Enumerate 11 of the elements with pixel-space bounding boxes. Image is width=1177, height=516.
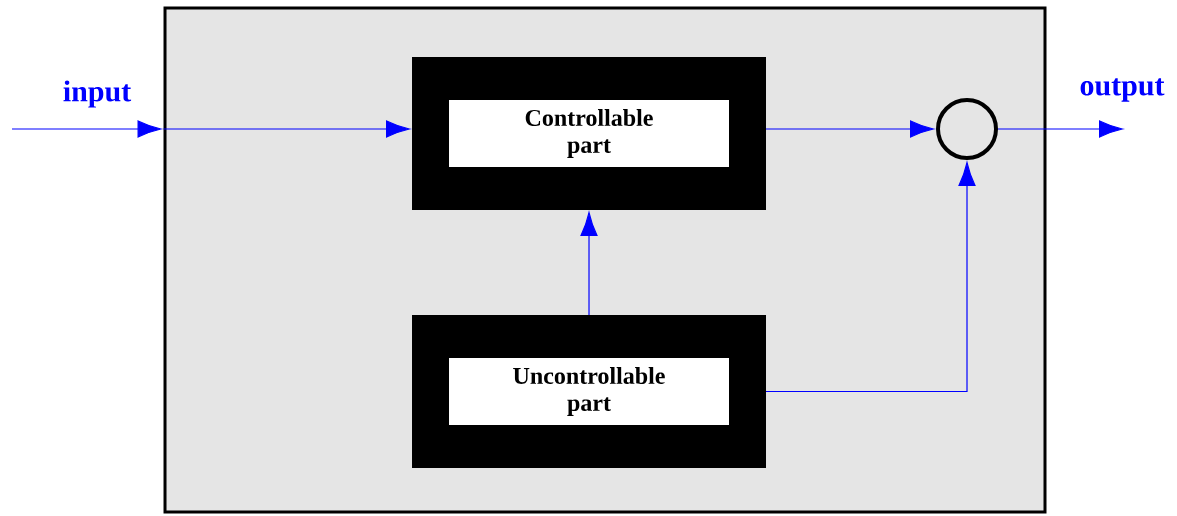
arrow bbox=[162, 120, 410, 138]
io-label: output bbox=[1080, 78, 1165, 102]
io-label: input bbox=[63, 80, 132, 108]
arrow bbox=[765, 120, 934, 138]
arrow bbox=[580, 212, 598, 316]
process-box: Controllable part bbox=[412, 57, 766, 210]
arrow bbox=[765, 162, 976, 393]
summing-circle bbox=[936, 98, 998, 160]
arrow bbox=[11, 120, 162, 138]
process-box: Uncontrollable part bbox=[412, 315, 766, 468]
arrow bbox=[997, 120, 1123, 138]
